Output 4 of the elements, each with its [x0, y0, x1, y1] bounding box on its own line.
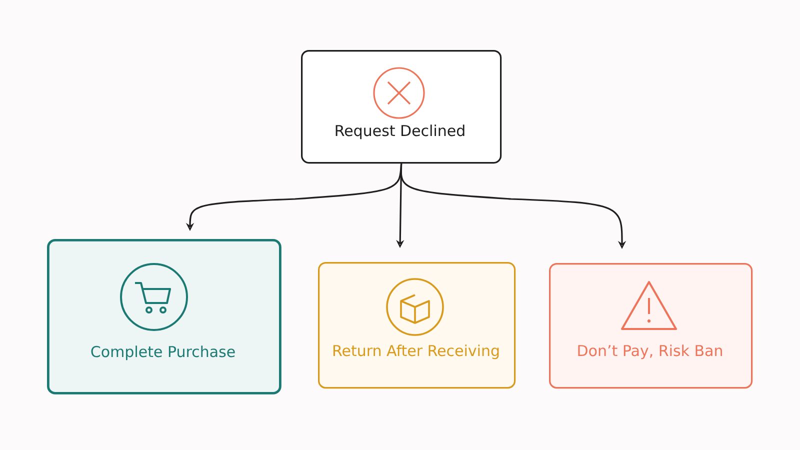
process-box: Request Declined — [301, 50, 502, 164]
process-box: Complete Purchase — [47, 239, 282, 394]
process-box: Return After Receiving — [318, 262, 516, 389]
process-box: Don’t Pay, Risk Ban — [549, 263, 753, 389]
